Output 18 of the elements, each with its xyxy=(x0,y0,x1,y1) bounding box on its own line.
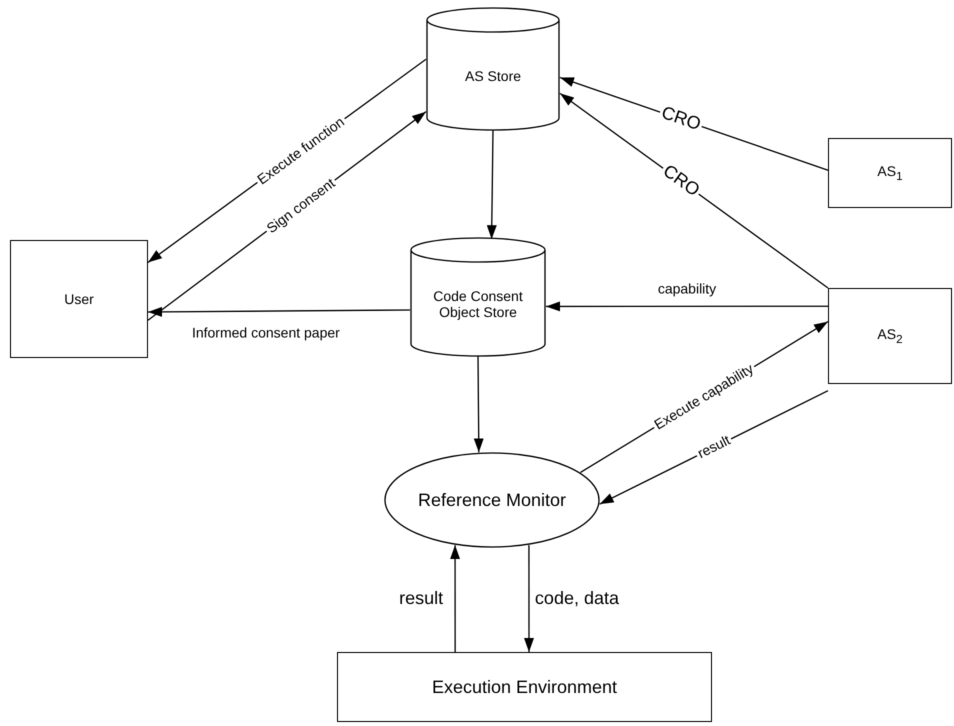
arrow xyxy=(450,545,460,652)
process-box xyxy=(337,652,712,722)
process-ellipse xyxy=(384,452,600,548)
arrow xyxy=(524,545,534,652)
arrow xyxy=(486,130,497,240)
node-label: User xyxy=(64,291,94,307)
node-label: Execution Environment xyxy=(432,676,618,698)
node-label: Reference Monitor xyxy=(418,490,566,510)
arrow xyxy=(148,306,410,317)
process-box xyxy=(828,138,952,208)
edge-label: code, data xyxy=(532,588,621,608)
process-box xyxy=(10,240,148,358)
edge-label: capability xyxy=(656,282,718,298)
node-label: AS$_{2}$ xyxy=(877,326,903,346)
arrow xyxy=(474,356,484,452)
node-label: AS$_{1}$ xyxy=(877,163,903,183)
process-box xyxy=(828,288,952,384)
arrow xyxy=(546,301,828,312)
